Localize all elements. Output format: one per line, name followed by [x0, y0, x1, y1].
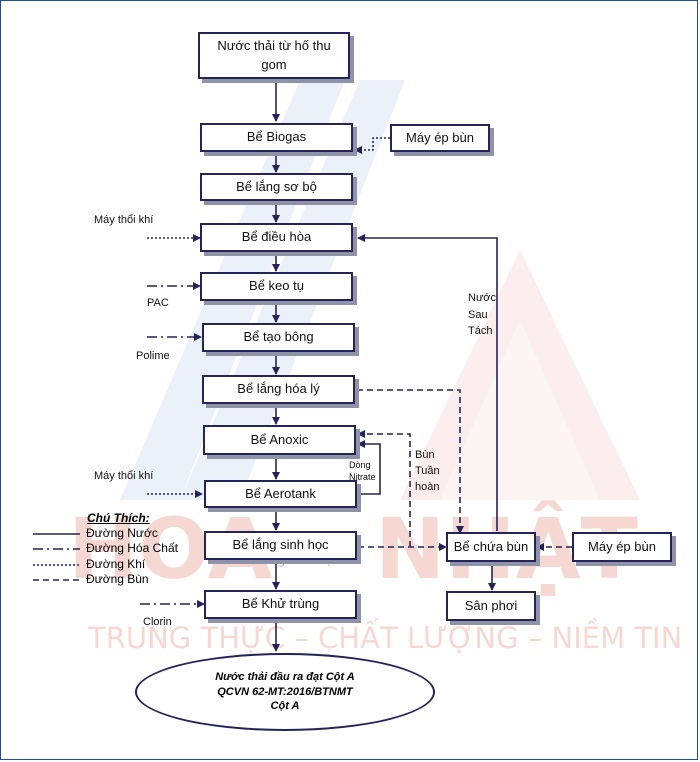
- node-flocculation: Bể tạo bông: [202, 323, 355, 352]
- node-biogas: Bể Biogas: [200, 123, 353, 152]
- outlet-line-1: Nước thải đầu ra đạt Cột A: [215, 670, 355, 683]
- legend-item-chemical: Đường Hóa Chất: [86, 541, 178, 555]
- sludge-press-line: [354, 137, 390, 154]
- label-pac: PAC: [147, 297, 169, 309]
- legend-item-water: Đường Nước: [86, 526, 158, 540]
- node-anoxic: Bể Anoxic: [203, 425, 356, 455]
- label-nitrate: Dòng Nitrate: [349, 460, 376, 482]
- legend-item-air: Đường Khí: [86, 557, 146, 571]
- legend-item-sludge: Đường Bùn: [86, 572, 149, 586]
- node-disinfection: Bể Khử trùng: [204, 590, 357, 619]
- node-coagulation: Bể keo tụ: [200, 272, 353, 301]
- legend-title: Chú Thích:: [87, 511, 150, 525]
- node-chem-settle: Bể lắng hóa lý: [202, 375, 355, 404]
- label-polime: Polime: [136, 350, 170, 362]
- node-sludge-press-top: Máy ép bùn: [390, 124, 490, 152]
- outlet-line-2: QCVN 62-MT:2016/BTNMT: [217, 685, 353, 698]
- nitrate-recycle-line: [357, 440, 381, 495]
- node-sludge-press-right: Máy ép bùn: [572, 532, 672, 562]
- watermark-slogan: TRUNG THỰC – CHẤT LƯỢNG – NIỀM TIN: [88, 621, 683, 655]
- node-outlet: Nước thải đầu ra đạt Cột A QCVN 62-MT:20…: [135, 653, 435, 731]
- node-inlet: Nước thải từ hố thu gom: [198, 32, 350, 79]
- outlet-line-3: Cột A: [270, 700, 300, 713]
- node-equalization: Bể điều hòa: [200, 223, 353, 252]
- sludge-return-line: [357, 430, 411, 547]
- node-sludge-holding: Bể chứa bùn: [446, 532, 536, 562]
- label-sludge-return: Bùn Tuần hoàn: [415, 449, 440, 493]
- label-filtrate: Nước Sau Tách: [468, 292, 497, 337]
- label-clorin: Clorin: [143, 616, 172, 628]
- node-drying-bed: Sân phơi: [446, 591, 536, 621]
- node-aerotank: Bể Aerotank: [204, 480, 357, 508]
- node-presettle: Bể lắng sơ bộ: [200, 173, 353, 201]
- sludge-line-chem: [357, 389, 464, 534]
- node-bio-settle: Bể lắng sinh học: [204, 531, 357, 560]
- label-blower-2: Máy thổi khí: [94, 470, 154, 482]
- label-blower-1: Máy thổi khí: [94, 214, 154, 226]
- filtrate-return-line: [357, 234, 498, 531]
